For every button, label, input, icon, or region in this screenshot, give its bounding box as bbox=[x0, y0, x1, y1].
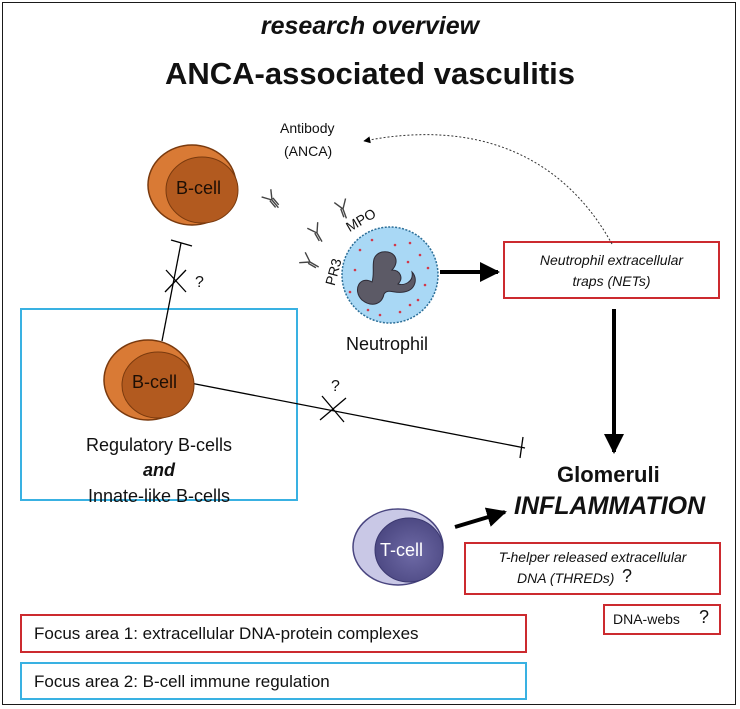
b-cell-regulatory-icon bbox=[103, 339, 195, 421]
inhibition-line-b-cells bbox=[161, 239, 193, 342]
inflammation-label: INFLAMMATION bbox=[514, 492, 706, 520]
nets-box bbox=[503, 241, 720, 299]
page-subtitle: ANCA-associated vasculitis bbox=[164, 56, 576, 91]
nets-box-line2: traps (NETs) bbox=[572, 273, 651, 289]
regulatory-b-cells-label: Regulatory B-cells bbox=[85, 435, 233, 455]
dotted-arrow-nets-to-antibody bbox=[363, 134, 613, 245]
focus-area-1-box bbox=[20, 614, 527, 653]
t-cell-label: T-cell bbox=[380, 540, 424, 560]
antibody-label-line2: (ANCA) bbox=[284, 143, 333, 159]
threds-box-line2: DNA (THREDs) bbox=[517, 570, 615, 586]
threds-box bbox=[464, 542, 721, 595]
antibody-icons bbox=[261, 189, 348, 269]
neutrophil-label: Neutrophil bbox=[346, 334, 429, 354]
dna-webs-label: DNA-webs bbox=[613, 611, 680, 627]
innate-like-b-cells-label: Innate-like B-cells bbox=[87, 486, 231, 506]
focus-area-2-box bbox=[20, 662, 527, 700]
focus-area-1-label: Focus area 1: extracellular DNA-protein … bbox=[34, 624, 419, 643]
b-cell-top-icon bbox=[147, 144, 239, 226]
question-mark-b-cell-inhibition: ? bbox=[195, 274, 204, 291]
antibody-label-line1: Antibody bbox=[280, 120, 335, 136]
t-cell-icon bbox=[352, 508, 444, 586]
nets-box-line1: Neutrophil extracellular bbox=[539, 252, 684, 268]
question-mark-glomeruli-inhibition: ? bbox=[331, 378, 340, 395]
neutrophil-icon bbox=[341, 226, 439, 324]
b-cell-regulatory-label: B-cell bbox=[132, 372, 178, 392]
inhibition-line-to-glomeruli bbox=[179, 380, 526, 459]
page-title: research overview bbox=[260, 12, 480, 40]
threds-box-line1: T-helper released extracellular bbox=[498, 549, 687, 565]
dna-webs-box bbox=[603, 604, 721, 635]
focus-area-2-label: Focus area 2: B-cell immune regulation bbox=[34, 672, 330, 691]
and-label: and bbox=[142, 460, 175, 480]
dna-webs-question-mark: ? bbox=[699, 607, 710, 627]
b-cell-top-label: B-cell bbox=[176, 178, 222, 198]
arrow-t-cell-to-inflammation bbox=[454, 507, 507, 529]
threds-question-mark: ? bbox=[622, 566, 633, 586]
glomeruli-label: Glomeruli bbox=[557, 462, 660, 487]
regulatory-b-cell-panel bbox=[20, 308, 298, 501]
